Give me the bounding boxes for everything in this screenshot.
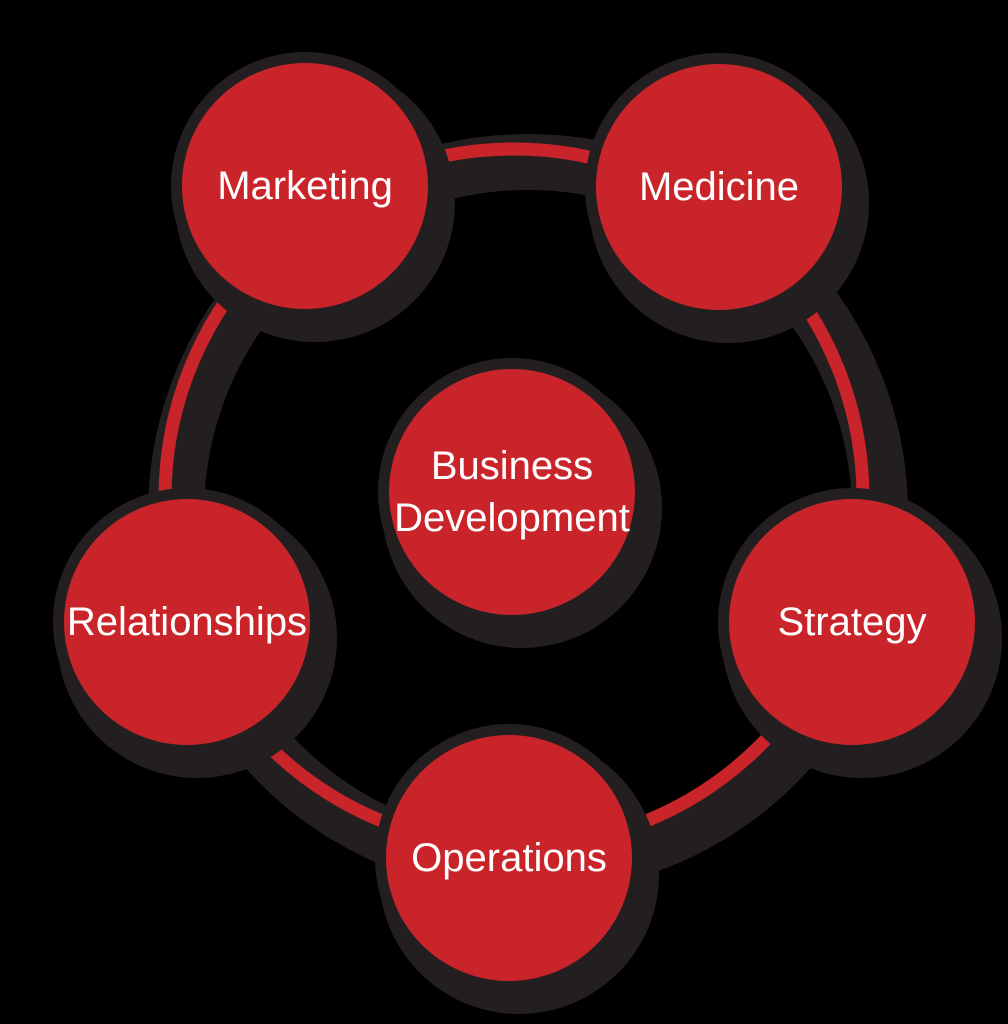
node-medicine: Medicine [596, 64, 842, 310]
node-marketing: Marketing [182, 63, 428, 309]
node-business-development: Business Development [389, 369, 635, 615]
node-medicine-label: Medicine [638, 165, 800, 209]
node-business-development-label: Business Development [394, 444, 630, 540]
node-relationships-label: Relationships [66, 600, 308, 644]
node-marketing-label: Marketing [217, 164, 393, 208]
node-relationships: Relationships [64, 499, 310, 745]
node-operations: Operations [386, 735, 632, 981]
node-operations-label: Operations [411, 836, 607, 880]
node-strategy-label: Strategy [777, 600, 927, 644]
node-strategy: Strategy [729, 499, 975, 745]
